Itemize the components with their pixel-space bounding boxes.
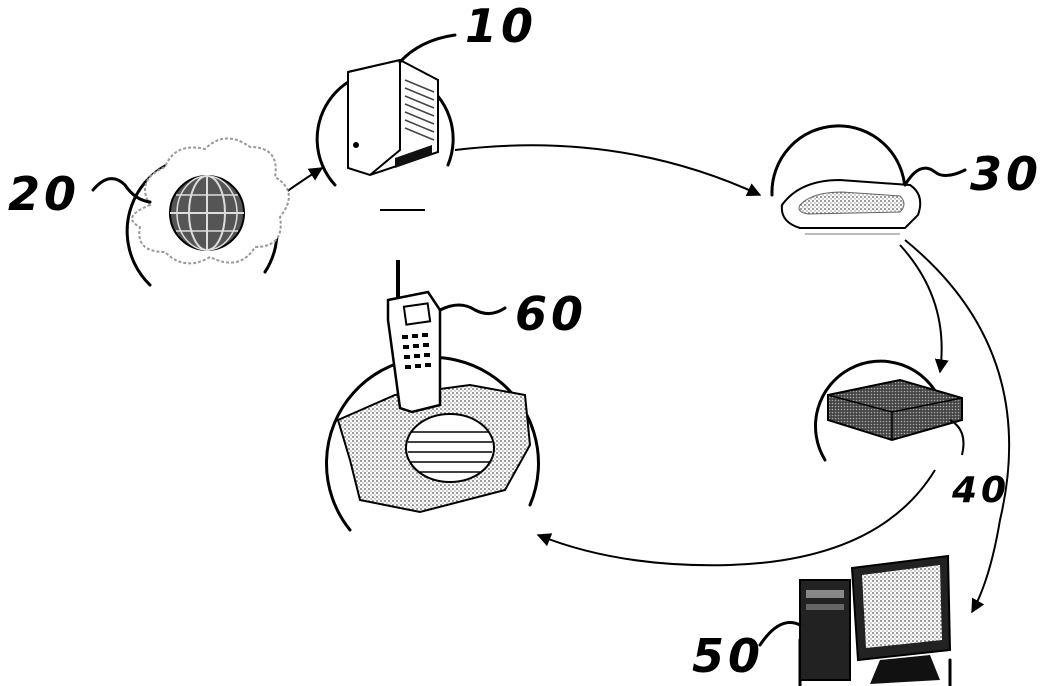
- arrow-router-to-computer: [904, 239, 1011, 614]
- connection-arrows: [267, 144, 1011, 614]
- label-phone: 60: [515, 287, 587, 341]
- leader-10: [398, 33, 457, 64]
- label-adapter: 40: [951, 470, 1010, 511]
- reference-labels: 20 10 30 40 50 60: [8, 0, 1042, 683]
- adapter-icon: [827, 378, 963, 442]
- phone-handset-icon: [386, 260, 442, 414]
- computer-icon: [799, 554, 952, 684]
- modem-icon: [347, 58, 439, 177]
- label-computer: 50: [692, 629, 764, 683]
- arrow-modem-to-router: [454, 144, 762, 197]
- router-circle-outline: [770, 124, 907, 197]
- arrow-adapter-to-phone: [536, 469, 936, 567]
- leader-50: [758, 621, 802, 647]
- leader-30: [903, 166, 967, 187]
- label-internet: 20: [8, 167, 80, 221]
- adapter-circle-outline: [814, 359, 942, 462]
- globe-icon: [169, 175, 245, 251]
- leader-lines: [91, 33, 967, 647]
- computer-device: [798, 554, 952, 686]
- label-modem: 10: [465, 0, 537, 53]
- phone-base-icon: [336, 383, 532, 514]
- router-device: [770, 124, 922, 235]
- leader-20: [91, 177, 152, 204]
- phone-device: [325, 260, 540, 532]
- label-router: 30: [970, 147, 1042, 201]
- router-icon: [780, 178, 922, 235]
- arrow-router-to-adapter: [899, 244, 949, 374]
- modem-device: [315, 58, 455, 211]
- adapter-cable: [949, 419, 965, 456]
- internet-cloud: [125, 137, 290, 287]
- leader-60: [438, 303, 507, 315]
- adapter-device: [814, 359, 965, 462]
